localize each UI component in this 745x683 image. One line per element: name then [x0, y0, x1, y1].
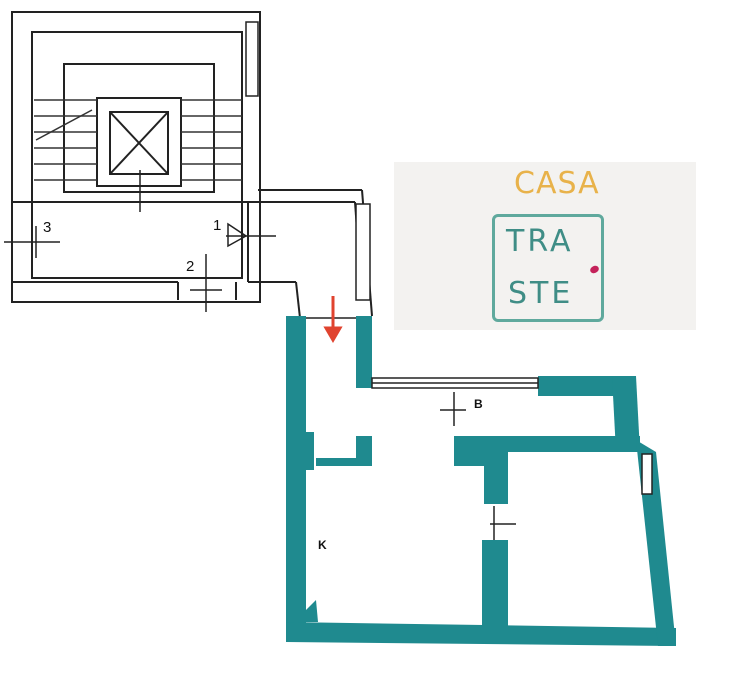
door-swing-icon — [4, 170, 276, 312]
entrance-arrow-icon — [323, 296, 343, 343]
apartment-walls — [286, 316, 676, 646]
logo-tra-text: TRA — [506, 224, 574, 259]
brand-logo — [394, 162, 696, 330]
logo-casa-text: CASA — [514, 166, 600, 201]
room-label-k: K — [318, 538, 327, 552]
entrance-label-3: 3 — [43, 219, 52, 236]
stairwell-block — [11, 11, 373, 319]
window-strip — [245, 21, 653, 495]
interior-doors — [306, 317, 516, 540]
logo-frame — [492, 214, 604, 322]
entrance-label-2: 2 — [186, 258, 195, 275]
stair-treads — [34, 99, 242, 181]
elevator-x-icon — [109, 111, 169, 175]
logo-ste-text: STE — [508, 276, 574, 311]
entrance-label-1: 1 — [213, 217, 222, 234]
room-label-b: B — [474, 397, 483, 411]
